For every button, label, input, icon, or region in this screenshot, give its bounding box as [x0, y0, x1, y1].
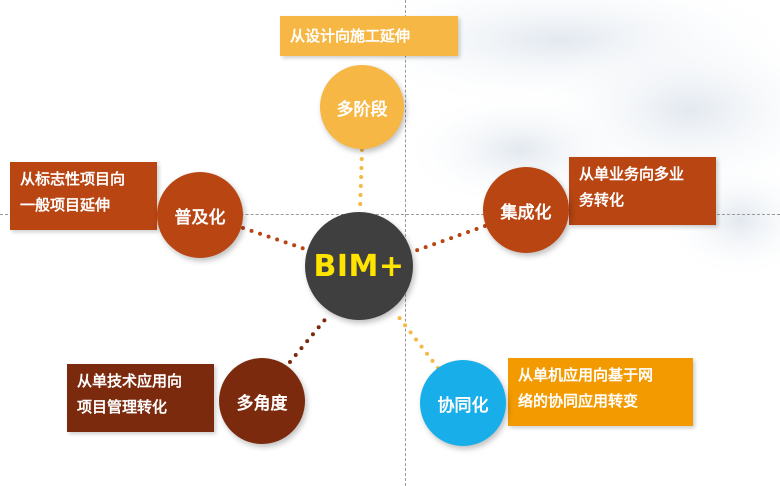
- node-bottom-left-circle: 多角度: [219, 358, 305, 444]
- desc-box-bottom-right: 从单机应用向基于网 络的协同应用转变: [508, 358, 693, 426]
- connector-left: [241, 226, 310, 252]
- node-label: 多角度: [236, 393, 288, 414]
- node-label: 多阶段: [336, 99, 388, 120]
- desc-line: 从标志性项目向: [20, 170, 126, 188]
- center-label: BIM+: [313, 248, 405, 284]
- connector-bottom-right: [396, 314, 440, 370]
- horizontal-guide-line: [0, 214, 780, 215]
- desc-line: 从设计向施工延伸: [290, 27, 411, 45]
- desc-line: 项目管理转化: [77, 398, 168, 416]
- node-bottom-right-circle: 协同化: [420, 360, 506, 446]
- node-label: 普及化: [174, 207, 226, 228]
- center-hub-circle: BIM+: [305, 212, 413, 320]
- desc-box-bottom-left: 从单技术应用向 项目管理转化: [67, 364, 214, 432]
- desc-line: 从单技术应用向: [77, 372, 183, 390]
- desc-line: 络的协同应用转变: [518, 392, 639, 410]
- node-label: 集成化: [500, 202, 552, 223]
- node-label: 协同化: [437, 395, 489, 416]
- desc-box-right: 从单业务向多业 务转化: [569, 157, 716, 225]
- desc-box-left: 从标志性项目向 一般项目延伸: [10, 162, 157, 230]
- node-right-circle: 集成化: [483, 167, 569, 253]
- connector-right: [410, 224, 487, 254]
- connector-bottom-left: [288, 314, 330, 364]
- connector-top: [358, 148, 364, 214]
- desc-line: 从单业务向多业: [579, 165, 685, 183]
- node-left-circle: 普及化: [157, 172, 243, 258]
- desc-line: 务转化: [579, 191, 625, 209]
- desc-line: 一般项目延伸: [20, 196, 111, 214]
- desc-line: 从单机应用向基于网: [518, 366, 654, 384]
- node-top-circle: 多阶段: [320, 65, 404, 149]
- desc-box-top: 从设计向施工延伸: [280, 16, 458, 56]
